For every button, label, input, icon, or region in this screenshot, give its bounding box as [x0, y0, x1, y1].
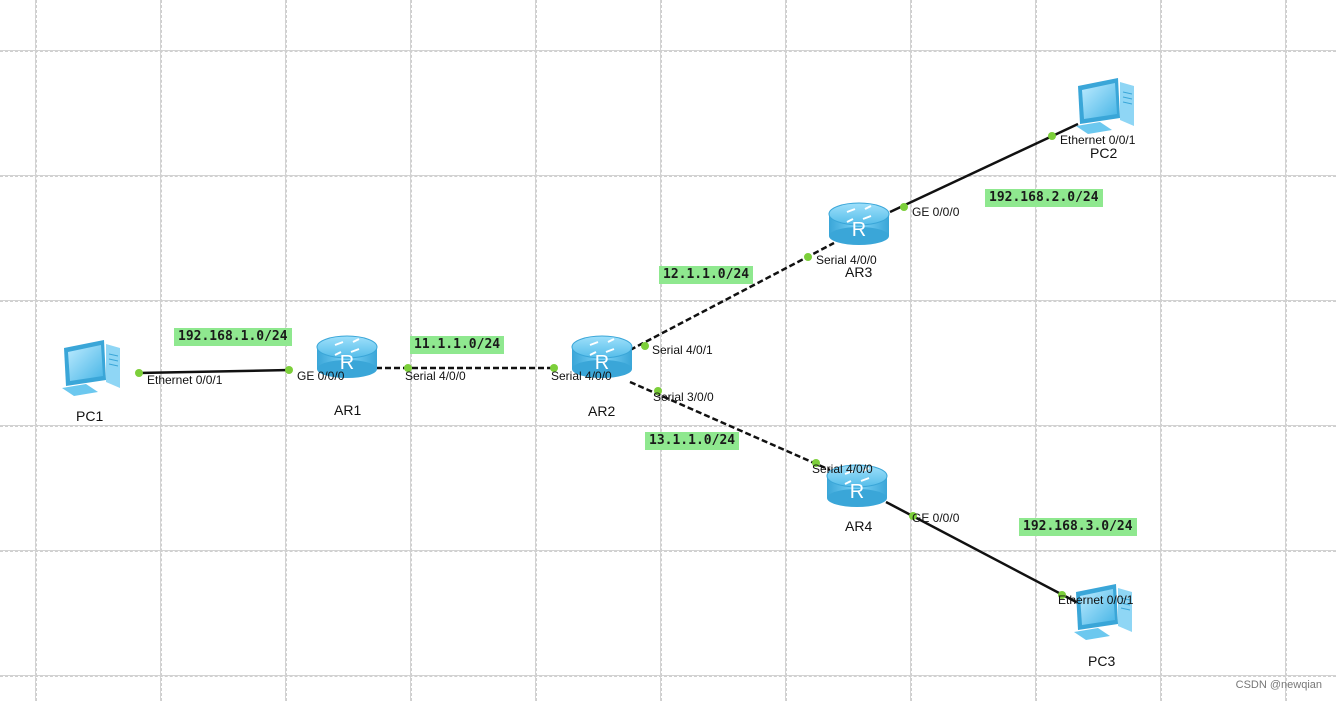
port-dot	[909, 512, 917, 520]
link-ar2-ar4	[629, 380, 831, 472]
grid-line	[536, 0, 537, 701]
port-dot	[900, 203, 908, 211]
watermark: CSDN @newqian	[1235, 679, 1322, 691]
network-label-12-1-1-0: 12.1.1.0/24	[659, 266, 754, 284]
interface-label-pc3-eth: Ethernet 0/0/1	[1058, 593, 1134, 607]
interface-label-pc2-eth: Ethernet 0/0/1	[1060, 133, 1136, 147]
device-name-pc1: PC1	[76, 408, 104, 424]
interface-label-ar1-ge: GE 0/0/0	[297, 369, 345, 383]
grid-line	[0, 426, 1336, 427]
interface-label-ar1-serial: Serial 4/0/0	[405, 369, 466, 383]
port-dot	[654, 387, 662, 395]
device-name-ar1: AR1	[334, 402, 362, 418]
link-pc1-ar1	[137, 368, 291, 375]
grid-line	[0, 176, 1336, 177]
interface-label-ar3-serial: Serial 4/0/0	[816, 253, 877, 267]
grid-line	[1286, 0, 1287, 701]
grid-line	[0, 301, 1336, 302]
link-ar2-ar3	[629, 241, 835, 352]
grid-line	[161, 0, 162, 701]
interface-label-ar2-serial401: Serial 4/0/1	[652, 343, 713, 357]
interface-label-ar4-serial: Serial 4/0/0	[812, 462, 873, 476]
port-dot	[135, 369, 143, 377]
network-label-11-1-1-0: 11.1.1.0/24	[410, 336, 505, 354]
grid-line	[911, 0, 912, 701]
pc1-icon[interactable]	[61, 339, 121, 397]
interface-label-pc1-eth: Ethernet 0/0/1	[147, 373, 223, 387]
port-dot	[1048, 132, 1056, 140]
device-name-ar4: AR4	[845, 518, 873, 534]
port-dot	[285, 366, 293, 374]
router-ar3-icon[interactable]	[828, 202, 890, 246]
interface-label-ar2-serial400: Serial 4/0/0	[551, 369, 612, 383]
port-dot	[641, 342, 649, 350]
grid-line	[1161, 0, 1162, 701]
link-ar3-pc2	[889, 122, 1079, 214]
network-label-13-1-1-0: 13.1.1.0/24	[645, 432, 740, 450]
port-dot	[804, 253, 812, 261]
grid-line	[1036, 0, 1037, 701]
grid-line	[0, 676, 1336, 677]
link-ar4-pc3	[885, 500, 1081, 606]
grid-line	[0, 551, 1336, 552]
port-dot	[812, 459, 820, 467]
grid-line	[0, 51, 1336, 52]
network-label-192-168-3-0: 192.168.3.0/24	[1019, 518, 1137, 536]
device-name-ar2: AR2	[588, 403, 616, 419]
port-dot	[1058, 591, 1066, 599]
pc2-icon[interactable]	[1075, 77, 1135, 135]
network-label-192-168-2-0: 192.168.2.0/24	[985, 189, 1103, 207]
interface-label-ar2-serial300: Serial 3/0/0	[653, 390, 714, 404]
network-label-192-168-1-0: 192.168.1.0/24	[174, 328, 292, 346]
grid-line	[286, 0, 287, 701]
device-name-pc3: PC3	[1088, 653, 1116, 669]
interface-label-ar4-ge: GE 0/0/0	[912, 511, 960, 525]
grid-line	[786, 0, 787, 701]
grid-line	[661, 0, 662, 701]
grid-line	[36, 0, 37, 701]
device-name-pc2: PC2	[1090, 145, 1118, 161]
interface-label-ar3-ge: GE 0/0/0	[912, 205, 960, 219]
device-name-ar3: AR3	[845, 264, 873, 280]
port-dot	[404, 364, 412, 372]
port-dot	[550, 364, 558, 372]
